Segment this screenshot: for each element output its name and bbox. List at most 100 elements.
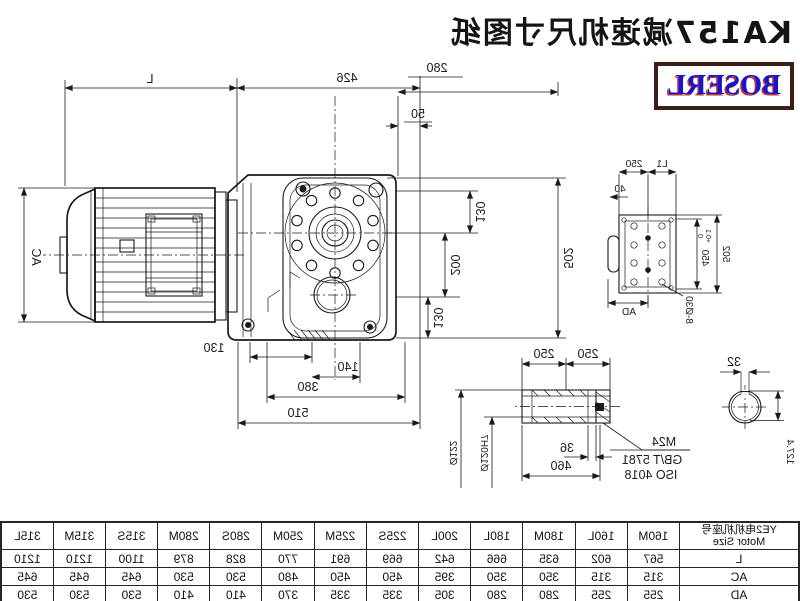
dim-140: 140 bbox=[338, 360, 359, 374]
callout-iso4018: ISO 4018 bbox=[625, 468, 678, 482]
table-header-en: Motor Size bbox=[712, 536, 766, 548]
table-col-8: 280S bbox=[209, 522, 262, 550]
table-cell: 642 bbox=[418, 549, 471, 568]
dim-510: 510 bbox=[288, 406, 309, 420]
dim-450: 450 bbox=[699, 249, 710, 266]
dim-127-4: 127.4 bbox=[784, 439, 795, 464]
dim-L: L bbox=[146, 72, 153, 86]
table-col-3: 180L bbox=[470, 522, 523, 550]
table-cell: 410 bbox=[157, 585, 210, 601]
table-cell: 350 bbox=[522, 567, 576, 586]
table-cell: 335 bbox=[314, 585, 367, 601]
table-cell: 350 bbox=[470, 567, 523, 586]
table-row-label: AC bbox=[679, 567, 799, 586]
dim-AC: AC bbox=[29, 248, 43, 265]
table-cell: 879 bbox=[157, 549, 210, 568]
table-col-9: 280M bbox=[157, 522, 210, 550]
table-cell: 645 bbox=[1, 567, 54, 586]
base-hatch bbox=[286, 329, 331, 341]
table-cell: 280 bbox=[470, 585, 523, 601]
dim-50: 50 bbox=[411, 107, 425, 121]
table-cell: 530 bbox=[209, 567, 262, 586]
table-col-5: 225S bbox=[366, 522, 419, 550]
side-view bbox=[607, 214, 677, 294]
dim-502: 502 bbox=[561, 248, 575, 269]
dim-460: 460 bbox=[551, 459, 572, 473]
dim-AD: AD bbox=[622, 307, 636, 318]
table-col-0: 160M bbox=[627, 522, 680, 550]
dim-130-base: 130 bbox=[204, 341, 225, 355]
table-cell: 669 bbox=[366, 549, 419, 568]
dim-8-holes: 8-Ø30 bbox=[683, 296, 694, 324]
dim-450-tol-plus: +0.1 bbox=[704, 229, 711, 243]
table-cell: 255 bbox=[627, 585, 680, 601]
table-cell: 1210 bbox=[1, 549, 54, 568]
table-cell: 255 bbox=[575, 585, 628, 601]
table-cell: 645 bbox=[53, 567, 106, 586]
table-cell: 335 bbox=[366, 585, 419, 601]
table-cell: 315 bbox=[627, 567, 680, 586]
table-col-11: 315M bbox=[53, 522, 106, 550]
table-col-4: 200L bbox=[418, 522, 471, 550]
table-cell: 1210 bbox=[53, 549, 106, 568]
table-cell: 770 bbox=[262, 549, 315, 568]
dim-130-bottom: 130 bbox=[431, 308, 445, 329]
table-col-2: 180M bbox=[522, 522, 576, 550]
dim-d120H7: Ø120H7 bbox=[478, 434, 489, 472]
dim-40: 40 bbox=[614, 184, 626, 195]
table-cell: 530 bbox=[1, 585, 54, 601]
table-row-label: L bbox=[679, 549, 799, 568]
dimensions: L 426 280 50 130 200 502 130 bbox=[18, 61, 795, 488]
shaft-section-view bbox=[728, 372, 762, 424]
table-col-7: 250M bbox=[262, 522, 315, 550]
table-cell: 530 bbox=[157, 567, 210, 586]
table-cell: 315 bbox=[575, 567, 628, 586]
dim-280: 280 bbox=[427, 61, 448, 75]
table-cell: 395 bbox=[418, 567, 471, 586]
motor-view bbox=[59, 187, 238, 323]
table-col-1: 160L bbox=[575, 522, 628, 550]
table-cell: 602 bbox=[575, 549, 628, 568]
dim-200: 200 bbox=[448, 255, 462, 276]
table-cell: 645 bbox=[105, 567, 158, 586]
table-cell: 691 bbox=[314, 549, 367, 568]
motor-fins bbox=[95, 188, 215, 322]
table-col-10: 315S bbox=[105, 522, 158, 550]
dim-L1: L1 bbox=[656, 159, 668, 170]
centerlines bbox=[43, 96, 766, 429]
table-col-12: 315L bbox=[1, 522, 54, 550]
dim-d122: Ø122 bbox=[447, 440, 458, 465]
table-cell: 450 bbox=[314, 567, 367, 586]
shaft-hatch bbox=[531, 389, 611, 424]
table-cell: 480 bbox=[262, 567, 315, 586]
callout-m24: M24 bbox=[652, 435, 676, 449]
dim-426: 426 bbox=[337, 71, 358, 85]
table-cell: 305 bbox=[418, 585, 471, 601]
table-cell: 828 bbox=[209, 549, 262, 568]
table-cell: 567 bbox=[627, 549, 680, 568]
table-cell: 280 bbox=[522, 585, 576, 601]
dim-450-tol-zero: 0 bbox=[696, 234, 703, 238]
table-cell: 370 bbox=[262, 585, 315, 601]
table-cell: 530 bbox=[53, 585, 106, 601]
table-cell: 450 bbox=[366, 567, 419, 586]
dim-130-top: 130 bbox=[473, 202, 487, 223]
table-cell: 666 bbox=[470, 549, 523, 568]
bolt-circle bbox=[291, 187, 379, 279]
table-cell: 635 bbox=[522, 549, 576, 568]
dim-32: 32 bbox=[727, 355, 741, 369]
dim-250b: 250 bbox=[534, 347, 555, 361]
dim-380: 380 bbox=[298, 380, 319, 394]
dim-250-side: 250 bbox=[625, 159, 642, 170]
callout-gbt5781: GB/T 5781 bbox=[622, 453, 682, 467]
table-cell: 530 bbox=[105, 585, 158, 601]
gearbox-front-view bbox=[227, 174, 397, 341]
table-cell: 1100 bbox=[105, 549, 158, 568]
